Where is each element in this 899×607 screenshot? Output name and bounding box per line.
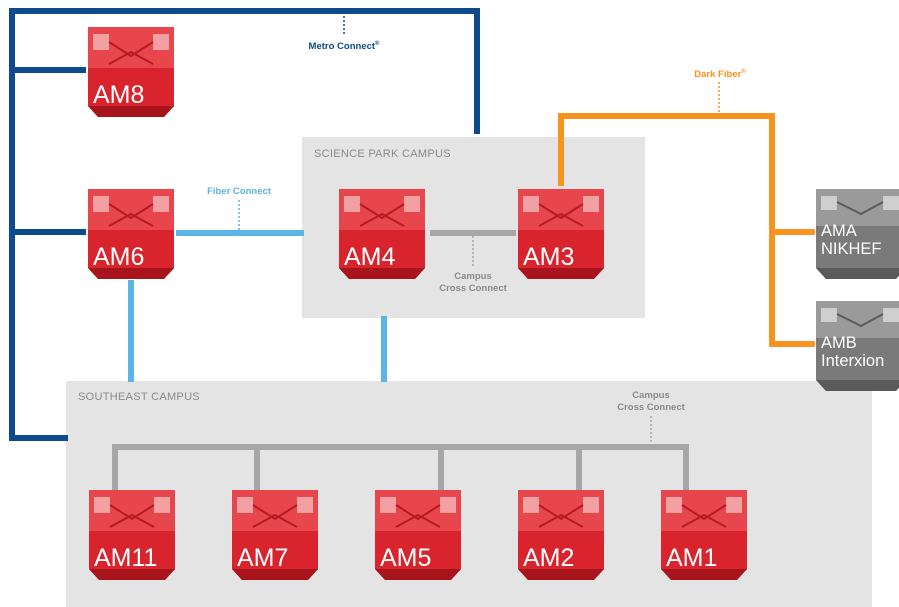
datacenter-icon	[232, 490, 318, 580]
datacenter-icon	[518, 490, 604, 580]
datacenter-icon	[816, 189, 899, 279]
node-label-am5: AM5	[380, 544, 432, 572]
partner-label-ama: AMA NIKHEF	[821, 222, 882, 258]
fiber-connect-text: Fiber Connect	[207, 186, 271, 197]
datacenter-node-am5[interactable]: AM5	[370, 487, 466, 583]
node-label-am3: AM3	[523, 243, 575, 271]
partner-label-ama-line2: NIKHEF	[821, 240, 882, 258]
partner-node-ama[interactable]: AMA NIKHEF	[813, 186, 899, 282]
southeast-cross-connect-line1: Campus	[632, 390, 670, 401]
southeast-cross-connect-label: Campus Cross Connect	[602, 390, 700, 414]
science-cross-connect-label: Campus Cross Connect	[424, 271, 522, 295]
science-park-campus-label: SCIENCE PARK CAMPUS	[314, 148, 451, 160]
datacenter-node-am6[interactable]: AM6	[83, 186, 179, 282]
datacenter-icon	[88, 27, 174, 117]
metro-connect-text: Metro Connect	[308, 41, 376, 53]
datacenter-icon	[339, 189, 425, 279]
node-label-am4: AM4	[344, 243, 396, 271]
partner-label-amb: AMB Interxion	[821, 334, 884, 370]
metro-connect-line	[9, 8, 480, 441]
dark-fiber-registered: ®	[741, 69, 746, 75]
science-cross-connect-line2: Cross Connect	[439, 283, 507, 294]
node-label-am2: AM2	[523, 544, 575, 572]
datacenter-icon	[518, 189, 604, 279]
dark-fiber-label: Dark Fiber®	[670, 66, 770, 81]
partner-node-amb[interactable]: AMB Interxion	[813, 298, 899, 394]
cross-connect-bus-southeast	[112, 444, 689, 490]
datacenter-icon	[816, 301, 899, 391]
science-cross-connect-line1: Campus	[454, 271, 492, 282]
partner-label-amb-line2: Interxion	[821, 352, 885, 370]
datacenter-icon	[89, 490, 175, 580]
node-label-am11: AM11	[94, 544, 158, 572]
datacenter-node-am11[interactable]: AM11	[84, 487, 180, 583]
southeast-campus-label: SOUTHEAST CAMPUS	[78, 391, 200, 403]
metro-connect-registered: ®	[375, 41, 380, 47]
datacenter-icon	[375, 490, 461, 580]
datacenter-node-am1[interactable]: AM1	[656, 487, 752, 583]
node-label-am1: AM1	[666, 544, 718, 572]
metro-connect-label: Metro Connect®	[294, 38, 394, 53]
node-label-am7: AM7	[237, 544, 289, 572]
southeast-cross-connect-line2: Cross Connect	[617, 402, 685, 413]
datacenter-node-am7[interactable]: AM7	[227, 487, 323, 583]
partner-label-amb-line1: AMB	[821, 334, 857, 352]
datacenter-node-am3[interactable]: AM3	[513, 186, 609, 282]
fiber-connect-label: Fiber Connect	[189, 186, 289, 198]
datacenter-node-am8[interactable]: AM8	[83, 24, 179, 120]
node-label-am8: AM8	[93, 81, 145, 109]
partner-label-ama-line1: AMA	[821, 222, 857, 240]
datacenter-icon	[661, 490, 747, 580]
dark-fiber-text: Dark Fiber	[694, 69, 742, 81]
datacenter-node-am2[interactable]: AM2	[513, 487, 609, 583]
node-label-am6: AM6	[93, 243, 145, 271]
dark-fiber-line	[558, 113, 815, 347]
datacenter-icon	[88, 189, 174, 279]
datacenter-node-am4[interactable]: AM4	[334, 186, 430, 282]
